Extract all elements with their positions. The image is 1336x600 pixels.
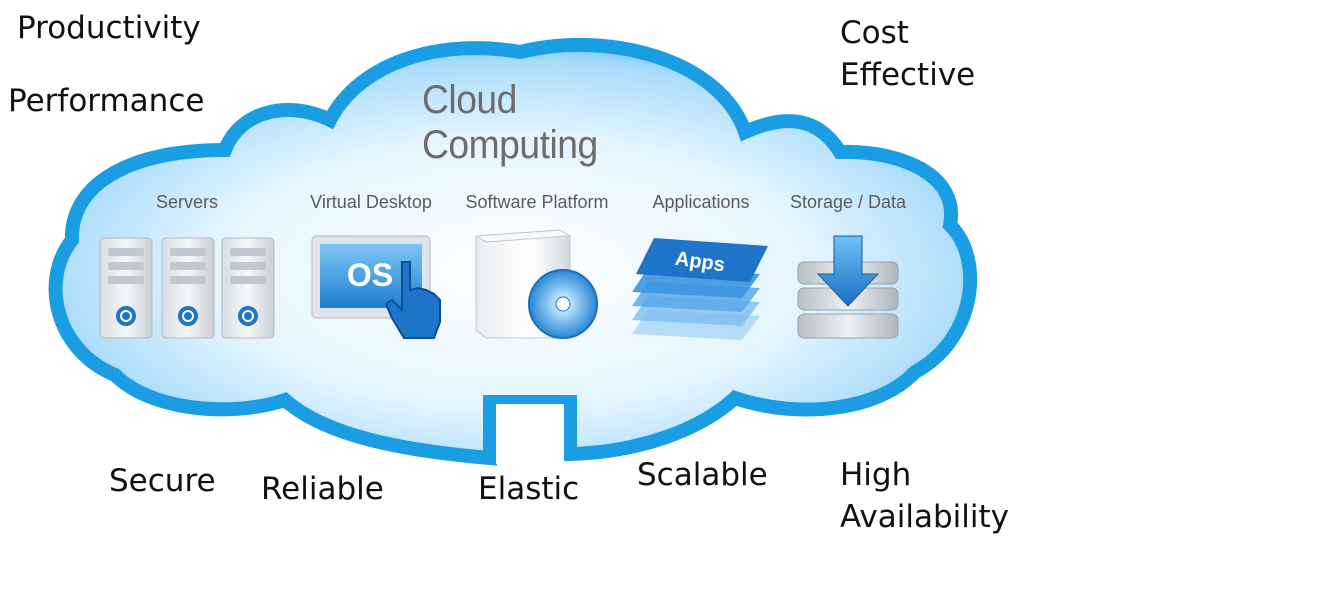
benefit-productivity: Productivity	[17, 10, 201, 46]
service-label-servers: Servers	[155, 192, 219, 212]
benefit-reliable: Reliable	[261, 471, 384, 507]
diagram-title: Cloud Computing	[422, 78, 598, 167]
service-label-virtual-desktop: Virtual Desktop	[310, 192, 432, 212]
storage-database-icon	[797, 235, 899, 339]
pointer-hand-icon	[384, 261, 441, 339]
benefit-cost-effective: Cost Effective	[840, 12, 975, 96]
benefit-high-availability-line-2: Availability	[840, 499, 1009, 535]
benefit-performance: Performance	[8, 83, 205, 119]
benefit-cost-effective-line-2: Effective	[840, 57, 976, 93]
os-badge: OS	[347, 257, 393, 293]
service-label-storage-data: Storage / Data	[789, 192, 907, 212]
service-label-software-platform: Software Platform	[465, 192, 609, 212]
server-rack-icon	[99, 237, 275, 339]
benefit-high-availability: High Availability	[840, 454, 1009, 538]
benefit-scalable: Scalable	[637, 457, 768, 493]
virtual-desktop-icon: OS	[311, 235, 441, 339]
benefit-secure: Secure	[109, 463, 216, 499]
download-arrow-icon	[816, 235, 880, 307]
benefit-high-availability-line-1: High	[840, 457, 912, 493]
benefit-elastic: Elastic	[478, 471, 580, 507]
software-box-icon	[474, 229, 598, 339]
benefit-cost-effective-line-1: Cost	[840, 15, 909, 51]
apps-stack-icon: Apps	[632, 238, 768, 340]
cloud-notch	[496, 404, 564, 464]
service-label-applications: Applications	[652, 192, 750, 212]
